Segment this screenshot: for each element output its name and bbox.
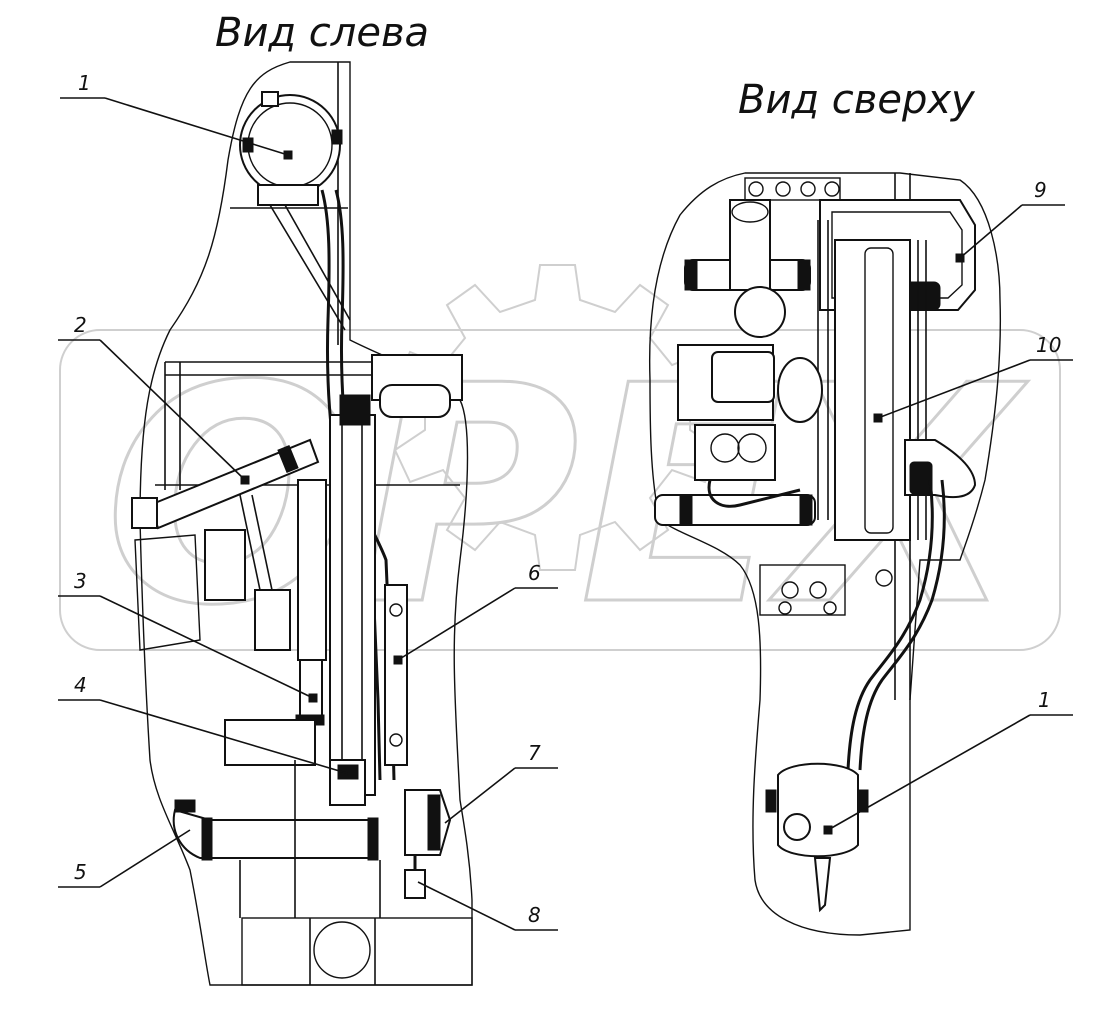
bolt-row-bottom <box>759 564 846 616</box>
elbow-7-clamp <box>427 794 441 851</box>
bolt-row-top <box>744 177 841 201</box>
leader-10-dot <box>873 413 883 423</box>
leader-6 <box>397 587 516 661</box>
callout-7: 7 <box>528 741 541 765</box>
receiver-bracket <box>257 184 319 206</box>
receiver-clamp-right <box>331 129 343 145</box>
leader-7 <box>444 767 516 824</box>
expansion-tank-cap <box>731 201 769 223</box>
callout-9: 9 <box>1034 178 1047 202</box>
leader-8 <box>417 881 516 931</box>
radiator-part-10 <box>834 239 911 541</box>
top-view <box>649 172 1002 936</box>
callout-4: 4 <box>74 673 87 697</box>
callout-3: 3 <box>74 569 87 593</box>
compressor-body <box>204 529 246 601</box>
base-hole <box>313 921 371 979</box>
lower-hose-clamp <box>679 494 693 526</box>
leader-6-dot <box>393 655 403 665</box>
leader-3-dot <box>308 693 318 703</box>
outlet-clamp <box>909 461 933 495</box>
hose-part-3 <box>299 659 323 721</box>
receiver-tank-top <box>777 762 859 858</box>
lower-hose-clamp-left <box>201 817 213 861</box>
callout-10: 10 <box>1036 333 1061 357</box>
compressor-head-port-2 <box>737 433 767 463</box>
compressor-pulley <box>777 357 823 423</box>
receiver-sight-glass <box>783 813 811 841</box>
receiver-clamp-left <box>242 137 254 153</box>
part-4-block <box>224 719 316 766</box>
compressor-head <box>694 424 776 481</box>
callout-2: 2 <box>74 313 87 337</box>
receiver-clamp-top-2 <box>857 789 869 813</box>
leader-3 <box>99 595 314 699</box>
fan-shroud <box>297 479 327 661</box>
belt-2 <box>251 494 273 591</box>
lower-hose-top <box>654 494 816 526</box>
receiver-outlet <box>813 857 832 913</box>
side-bar-hole-2 <box>389 733 403 747</box>
leader-4 <box>99 699 354 776</box>
upper-hose-fitting <box>379 384 451 418</box>
pulley-top <box>734 286 786 338</box>
brace-diagonal-2 <box>284 204 351 321</box>
leader-1-top <box>827 714 1031 831</box>
receiver-fitting <box>261 91 279 107</box>
callout-1-top: 1 <box>1038 688 1051 712</box>
receiver-clamp-top <box>765 789 777 813</box>
leader-5 <box>99 829 191 888</box>
upper-clamp <box>339 394 371 426</box>
compressor-head-port <box>710 433 740 463</box>
left-view <box>131 61 473 986</box>
radiator-inner <box>864 247 894 534</box>
left-view-title: Вид слева <box>215 10 429 56</box>
top-view-silhouette <box>649 172 1002 936</box>
receiver-line-top <box>846 479 934 771</box>
callout-8: 8 <box>528 903 541 927</box>
receiver-line-top-2 <box>858 479 946 771</box>
callout-1-left: 1 <box>78 71 91 95</box>
lower-hose-part-5 <box>209 819 371 859</box>
radiator-core <box>329 414 376 796</box>
expansion-tank <box>729 199 771 291</box>
pulley <box>254 589 291 651</box>
side-bar-hole <box>389 603 403 617</box>
leader-1-left-dot <box>283 150 293 160</box>
leader-4-dot <box>348 770 358 780</box>
refrigerant-line <box>707 479 801 508</box>
leader-9-dot <box>955 253 965 263</box>
side-bar-part-6 <box>384 584 408 766</box>
lower-hose-clamp-right <box>367 817 379 861</box>
condenser-inner <box>831 211 963 299</box>
leader-2 <box>99 339 246 481</box>
callouts: 1 2 3 4 5 6 7 8 <box>58 71 1073 931</box>
leader-10 <box>877 359 1031 419</box>
watermark-frame <box>59 329 1061 651</box>
upper-hose-clamp-2 <box>797 259 811 291</box>
top-view-title: Вид сверху <box>738 77 976 123</box>
upper-hose-clamp <box>684 259 698 291</box>
drain-ring <box>875 569 893 587</box>
callout-6: 6 <box>528 561 541 585</box>
base-frame <box>241 917 473 986</box>
lower-hose-clamp-2 <box>799 494 813 526</box>
leader-1-left <box>104 97 289 156</box>
leader-1-top-dot <box>823 825 833 835</box>
left-view-silhouette <box>139 61 473 986</box>
leader-2-dot <box>240 475 250 485</box>
belt <box>239 494 261 591</box>
hose-2-clamp <box>277 444 299 474</box>
leader-9 <box>959 204 1023 259</box>
lower-hose-clamp-top <box>174 799 196 813</box>
brace-diagonal <box>269 204 346 331</box>
hose-2-end <box>131 497 158 529</box>
compressor-clutch <box>711 351 775 403</box>
engine-block <box>134 534 201 651</box>
callout-5: 5 <box>74 860 87 884</box>
